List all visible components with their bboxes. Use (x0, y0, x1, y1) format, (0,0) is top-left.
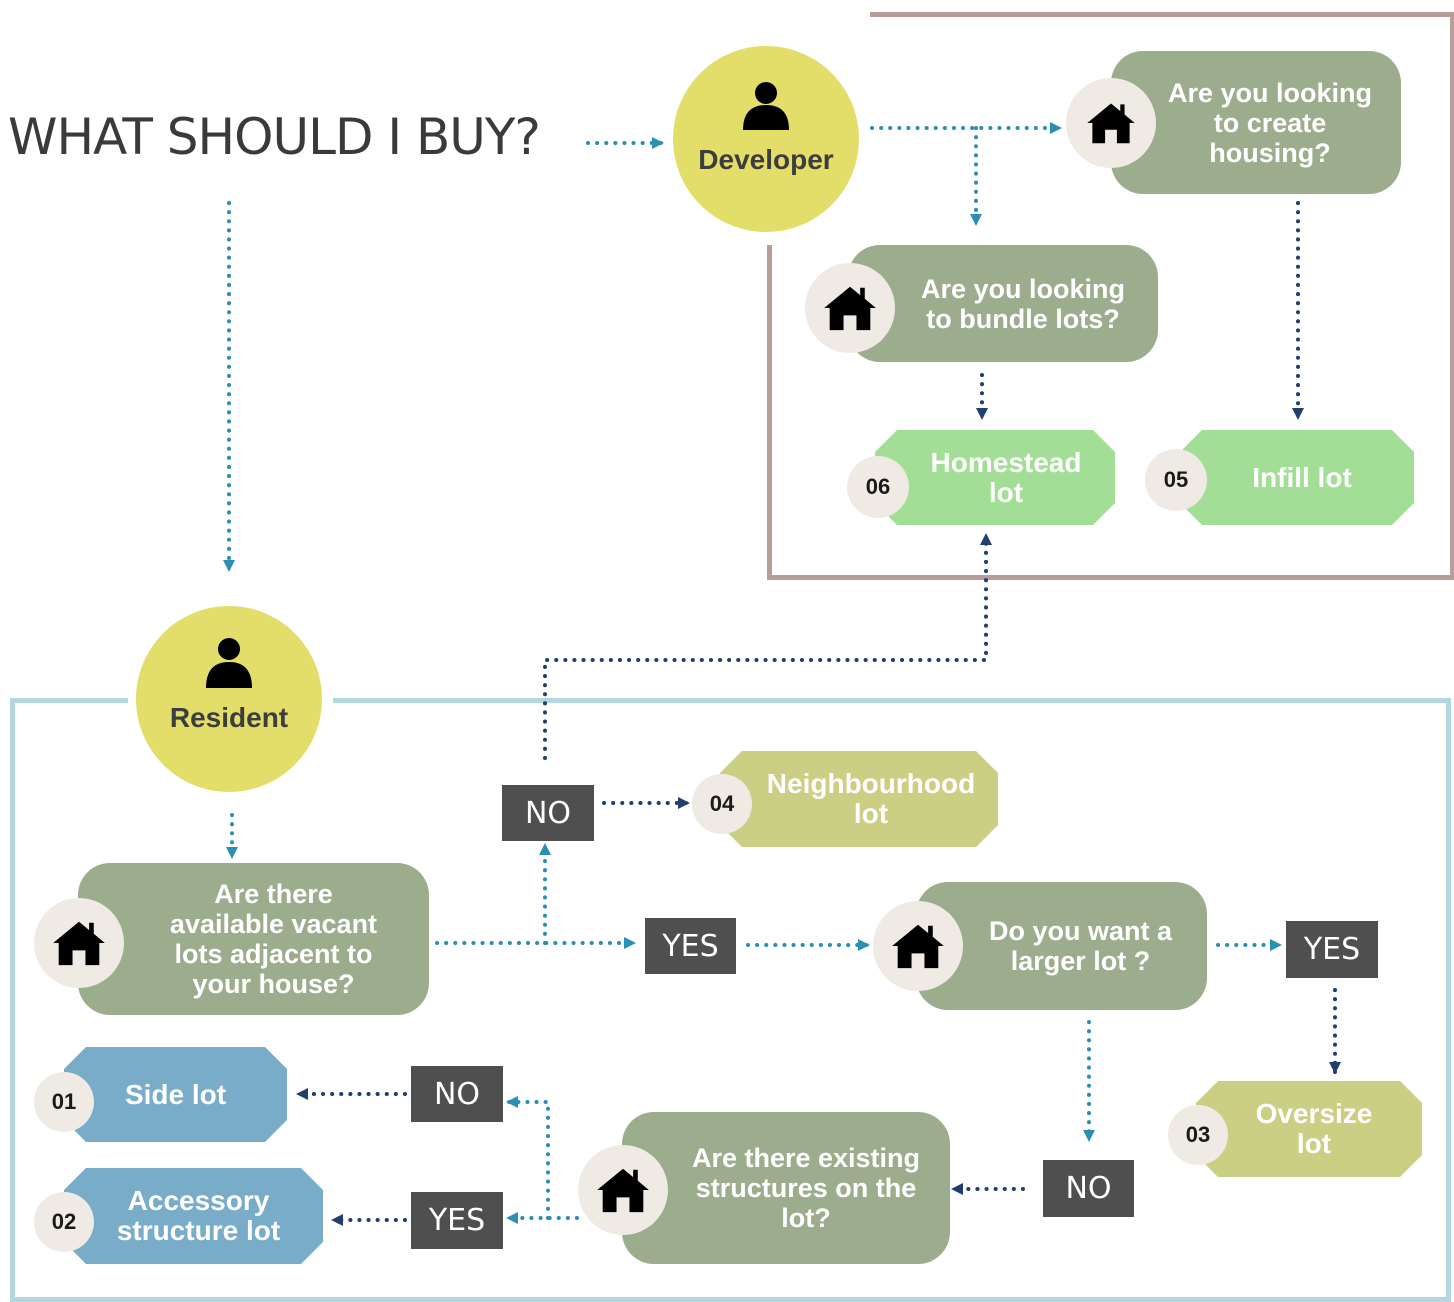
house-icon-circle (805, 263, 895, 353)
outcome-number-06: 06 (847, 456, 909, 518)
house-icon-circle (1066, 78, 1156, 168)
answer-no-vacant: NO (502, 785, 594, 841)
outcome-side-lot: Side lot (64, 1047, 287, 1142)
developer-frame (767, 12, 1454, 580)
resident-label: Resident (169, 702, 289, 733)
answer-no-larger: NO (1043, 1160, 1134, 1217)
answer-yes-larger: YES (1286, 921, 1378, 978)
house-icon (1087, 103, 1135, 144)
house-icon-circle (34, 898, 124, 988)
answer-yes-vacant: YES (645, 918, 736, 974)
outcome-infill-lot: Infill lot (1180, 430, 1414, 525)
person-icon (206, 638, 252, 688)
outcome-number-03: 03 (1168, 1105, 1228, 1165)
house-icon (597, 1168, 649, 1213)
house-icon-circle (873, 901, 963, 991)
house-icon-circle (578, 1145, 668, 1235)
house-icon (824, 286, 876, 331)
page-title: WHAT SHOULD I BUY? (8, 108, 541, 166)
developer-label: Developer (698, 144, 834, 175)
outcome-number-05: 05 (1145, 449, 1207, 511)
arrow-no-homestead (543, 533, 992, 760)
developer-node: Developer (673, 46, 859, 232)
person-icon (743, 82, 789, 130)
resident-node: Resident (136, 606, 322, 792)
outcome-number-04: 04 (692, 774, 752, 834)
arrow-existing-no (506, 1096, 550, 1220)
house-icon (53, 921, 105, 966)
outcome-number-01: 01 (34, 1072, 94, 1132)
outcome-number-02: 02 (34, 1192, 94, 1252)
answer-no-existing: NO (411, 1066, 503, 1122)
house-icon (892, 924, 944, 969)
answer-yes-existing: YES (411, 1192, 503, 1249)
